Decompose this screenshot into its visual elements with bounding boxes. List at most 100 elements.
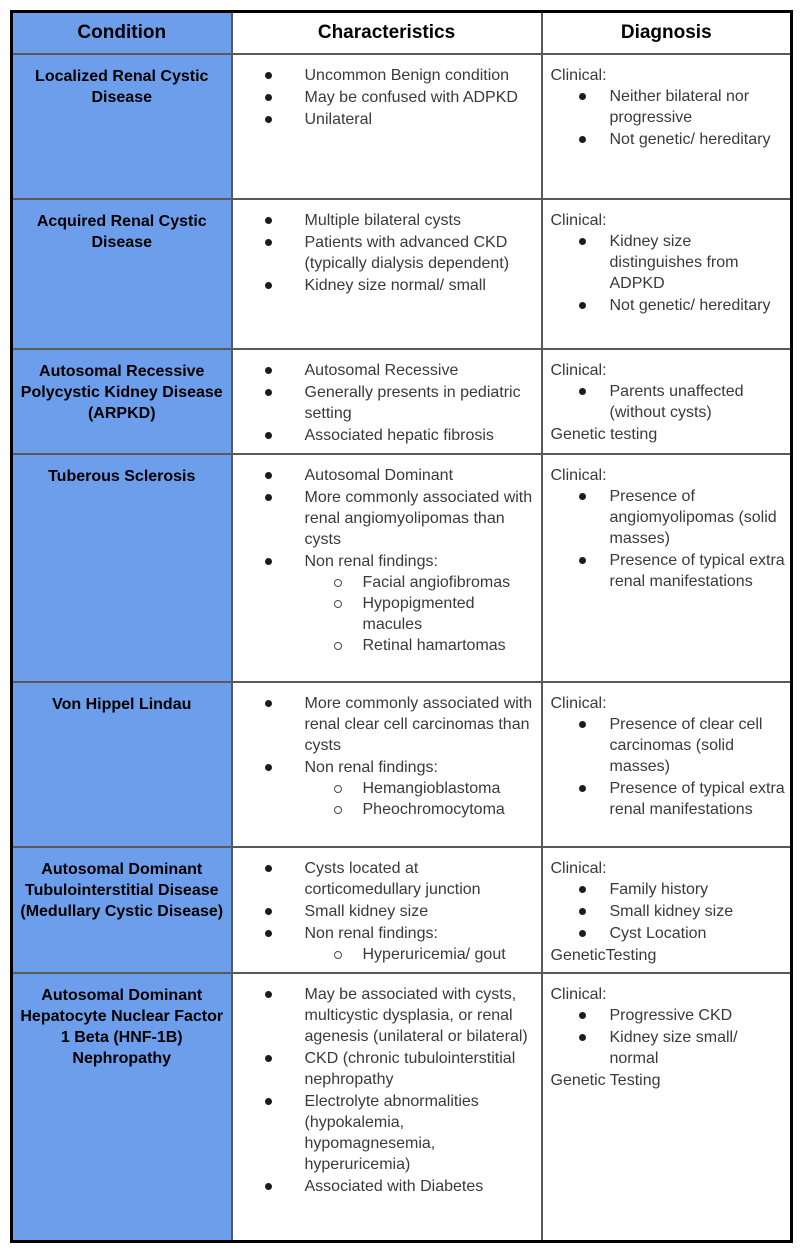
diagnosis-text: Family history xyxy=(609,881,709,898)
diagnosis-footer: Genetic Testing xyxy=(550,1072,661,1089)
characteristic-subitem: Pheochromocytoma xyxy=(333,799,513,820)
diagnosis-item: Small kidney size xyxy=(578,901,787,922)
diagnosis-item: Not genetic/ hereditary xyxy=(578,129,787,150)
characteristic-item: Non renal findings: Hyperuricemia/ gout xyxy=(264,923,537,965)
condition-name: Autosomal Dominant Hepatocyte Nuclear Fa… xyxy=(20,987,224,1067)
characteristic-text: Cysts located at corticomedullary juncti… xyxy=(304,860,481,898)
diagnosis-intro: Clinical: xyxy=(550,362,607,379)
header-characteristics: Characteristics xyxy=(230,10,543,55)
characteristic-subtext: Hyperuricemia/ gout xyxy=(362,946,506,963)
table-row: Autosomal Recessive Polycystic Kidney Di… xyxy=(10,348,793,455)
table-row: Autosomal Dominant Hepatocyte Nuclear Fa… xyxy=(10,972,793,1242)
characteristic-text: Autosomal Recessive xyxy=(304,362,459,379)
condition-cell: Tuberous Sclerosis xyxy=(10,453,233,683)
characteristic-item: Unilateral xyxy=(264,109,537,130)
characteristics-cell: May be associated with cysts, multicysti… xyxy=(230,972,543,1242)
diagnosis-text: Cyst Location xyxy=(609,925,707,942)
characteristic-subtext: Retinal hamartomas xyxy=(362,637,506,654)
characteristics-cell: Cysts located at corticomedullary juncti… xyxy=(230,846,543,974)
diagnosis-text: Presence of typical extra renal manifest… xyxy=(609,552,785,590)
characteristic-item: More commonly associated with renal angi… xyxy=(264,487,537,550)
diagnosis-list: Parents unaffected (without cysts) xyxy=(551,381,787,423)
characteristic-text: Kidney size normal/ small xyxy=(304,277,486,294)
characteristic-item: Patients with advanced CKD (typically di… xyxy=(264,232,537,274)
condition-cell: Autosomal Dominant Hepatocyte Nuclear Fa… xyxy=(10,972,233,1242)
characteristic-text: More commonly associated with renal angi… xyxy=(304,489,533,548)
characteristic-text: Electrolyte abnormalities (hypokalemia, … xyxy=(304,1093,479,1173)
characteristic-subtext: Pheochromocytoma xyxy=(362,801,505,818)
characteristic-subitem: Facial angiofibromas xyxy=(333,572,513,593)
diagnosis-item: Presence of typical extra renal manifest… xyxy=(578,778,787,820)
diagnosis-item: Kidney size distinguishes from ADPKD xyxy=(578,231,787,294)
table-row: Von Hippel Lindau More commonly associate… xyxy=(10,681,793,848)
diagnosis-cell: Clinical:Presence of clear cell carcinom… xyxy=(540,681,793,848)
characteristic-item: May be confused with ADPKD xyxy=(264,87,537,108)
diagnosis-footer: Genetic testing xyxy=(550,426,658,443)
characteristic-text: Autosomal Dominant xyxy=(304,467,454,484)
characteristic-text: CKD (chronic tubulointerstitial nephropa… xyxy=(304,1050,516,1088)
characteristics-list: Cysts located at corticomedullary juncti… xyxy=(233,858,537,965)
diagnosis-intro: Clinical: xyxy=(550,67,607,84)
characteristic-text: Small kidney size xyxy=(304,903,429,920)
diagnosis-cell: Clinical:Kidney size distinguishes from … xyxy=(540,198,793,350)
diagnosis-item: Presence of angiomyolipomas (solid masse… xyxy=(578,486,787,549)
condition-name: Tuberous Sclerosis xyxy=(48,468,196,485)
diagnosis-list: Kidney size distinguishes from ADPKD Not … xyxy=(551,231,787,316)
diagnosis-text: Kidney size distinguishes from ADPKD xyxy=(609,233,739,292)
diagnosis-text: Not genetic/ hereditary xyxy=(609,131,771,148)
characteristic-text: Associated with Diabetes xyxy=(304,1178,484,1195)
diagnosis-list: Progressive CKD Kidney size small/ normal xyxy=(551,1005,787,1069)
condition-cell: Von Hippel Lindau xyxy=(10,681,233,848)
condition-cell: Autosomal Dominant Tubulointerstitial Di… xyxy=(10,846,233,974)
diagnosis-text: Not genetic/ hereditary xyxy=(609,297,771,314)
characteristic-subitem: Retinal hamartomas xyxy=(333,635,513,656)
diagnosis-intro: Clinical: xyxy=(550,467,607,484)
diagnosis-intro: Clinical: xyxy=(550,860,607,877)
characteristic-item: Small kidney size xyxy=(264,901,537,922)
characteristics-cell: More commonly associated with renal clea… xyxy=(230,681,543,848)
characteristic-item: Associated with Diabetes xyxy=(264,1176,537,1197)
characteristics-list: More commonly associated with renal clea… xyxy=(233,693,537,820)
characteristic-item: Autosomal Dominant xyxy=(264,465,537,486)
condition-name: Von Hippel Lindau xyxy=(52,696,192,713)
condition-cell: Localized Renal Cystic Disease xyxy=(10,53,233,200)
diagnosis-text: Presence of typical extra renal manifest… xyxy=(609,780,785,818)
diagnosis-item: Presence of typical extra renal manifest… xyxy=(578,550,787,592)
characteristic-item: Kidney size normal/ small xyxy=(264,275,537,296)
characteristic-item: More commonly associated with renal clea… xyxy=(264,693,537,756)
condition-cell: Acquired Renal Cystic Disease xyxy=(10,198,233,350)
header-condition: Condition xyxy=(10,10,233,55)
diagnosis-text: Presence of clear cell carcinomas (solid… xyxy=(609,716,763,775)
diagnosis-intro: Clinical: xyxy=(550,695,607,712)
characteristic-text: Patients with advanced CKD (typically di… xyxy=(304,234,510,272)
diagnosis-cell: Clinical: Presence of angiomyolipomas (so… xyxy=(540,453,793,683)
diagnosis-text: Progressive CKD xyxy=(609,1007,733,1024)
table-row: Acquired Renal Cystic Disease Multiple bi… xyxy=(10,198,793,350)
characteristic-item: Uncommon Benign condition xyxy=(264,65,537,86)
diagnosis-item: Kidney size small/ normal xyxy=(578,1027,787,1069)
diagnosis-footer: GeneticTesting xyxy=(550,947,657,964)
condition-cell: Autosomal Recessive Polycystic Kidney Di… xyxy=(10,348,233,455)
characteristic-text: Non renal findings: xyxy=(304,925,438,942)
renal-cystic-disease-table: Condition Characteristics Diagnosis Loca… xyxy=(10,10,793,1243)
diagnosis-text: Neither bilateral nor progressive xyxy=(609,88,750,126)
condition-name: Autosomal Dominant Tubulointerstitial Di… xyxy=(20,861,224,920)
diagnosis-text: Kidney size small/ normal xyxy=(609,1029,738,1067)
condition-name: Acquired Renal Cystic Disease xyxy=(36,213,207,251)
diagnosis-cell: Clinical: Parents unaffected (without cys… xyxy=(540,348,793,455)
diagnosis-item: Parents unaffected (without cysts) xyxy=(578,381,787,423)
